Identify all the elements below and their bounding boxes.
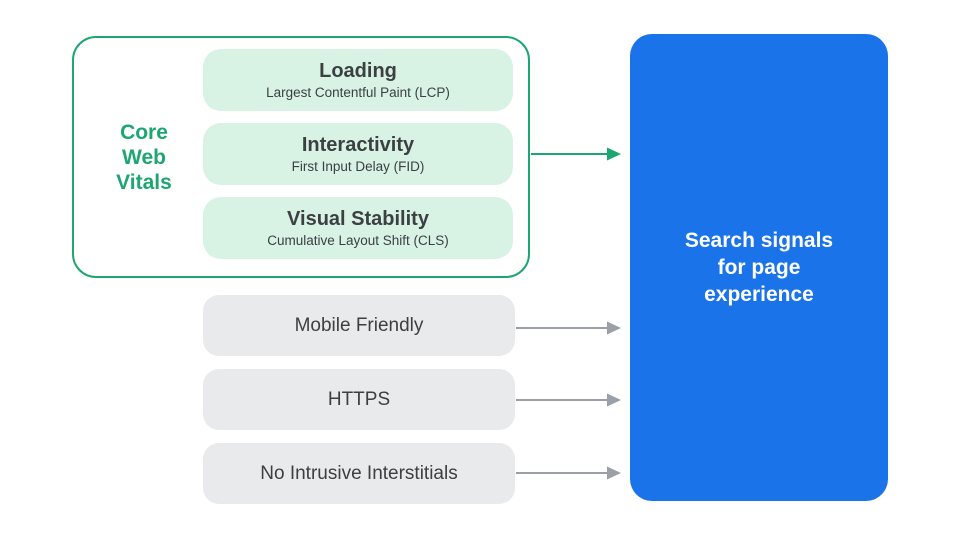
vital-interactivity-title: Interactivity bbox=[301, 134, 415, 156]
search-signals-label-line: experience bbox=[704, 283, 814, 306]
vital-interactivity-pill: Interactivity First Input Delay (FID) bbox=[203, 123, 513, 185]
signal-no-intrusive-interstitials-pill: No Intrusive Interstitials bbox=[203, 443, 515, 504]
search-signals-box: Search signals for page experience bbox=[630, 34, 888, 501]
core-web-vitals-label-line: Core bbox=[120, 121, 168, 144]
core-web-vitals-label-line: Web bbox=[122, 146, 166, 169]
signal-https-pill: HTTPS bbox=[203, 369, 515, 430]
core-web-vitals-label-line: Vitals bbox=[116, 171, 172, 194]
search-signals-label: Search signals for page experience bbox=[685, 227, 833, 308]
vital-loading-title: Loading bbox=[319, 60, 397, 82]
vital-interactivity-subtitle: First Input Delay (FID) bbox=[291, 159, 425, 174]
vital-loading-pill: Loading Largest Contentful Paint (LCP) bbox=[203, 49, 513, 111]
core-web-vitals-label: Core Web Vitals bbox=[84, 120, 204, 195]
core-web-vitals-outline bbox=[72, 36, 530, 278]
core-web-vitals-arrow-icon bbox=[531, 147, 621, 161]
mobile-friendly-arrow-icon bbox=[516, 321, 621, 335]
vital-visual-stability-pill: Visual Stability Cumulative Layout Shift… bbox=[203, 197, 513, 259]
signal-mobile-friendly-label: Mobile Friendly bbox=[294, 314, 424, 336]
https-arrow-icon bbox=[516, 393, 621, 407]
search-signals-label-line: for page bbox=[717, 256, 801, 279]
signal-https-label: HTTPS bbox=[327, 388, 391, 410]
signal-mobile-friendly-pill: Mobile Friendly bbox=[203, 295, 515, 356]
interstitials-arrow-icon bbox=[516, 466, 621, 480]
vital-visual-stability-subtitle: Cumulative Layout Shift (CLS) bbox=[267, 233, 449, 248]
vital-loading-subtitle: Largest Contentful Paint (LCP) bbox=[266, 85, 450, 100]
signal-no-intrusive-interstitials-label: No Intrusive Interstitials bbox=[260, 462, 458, 484]
vital-visual-stability-title: Visual Stability bbox=[287, 208, 429, 230]
search-signals-label-line: Search signals bbox=[684, 229, 834, 252]
